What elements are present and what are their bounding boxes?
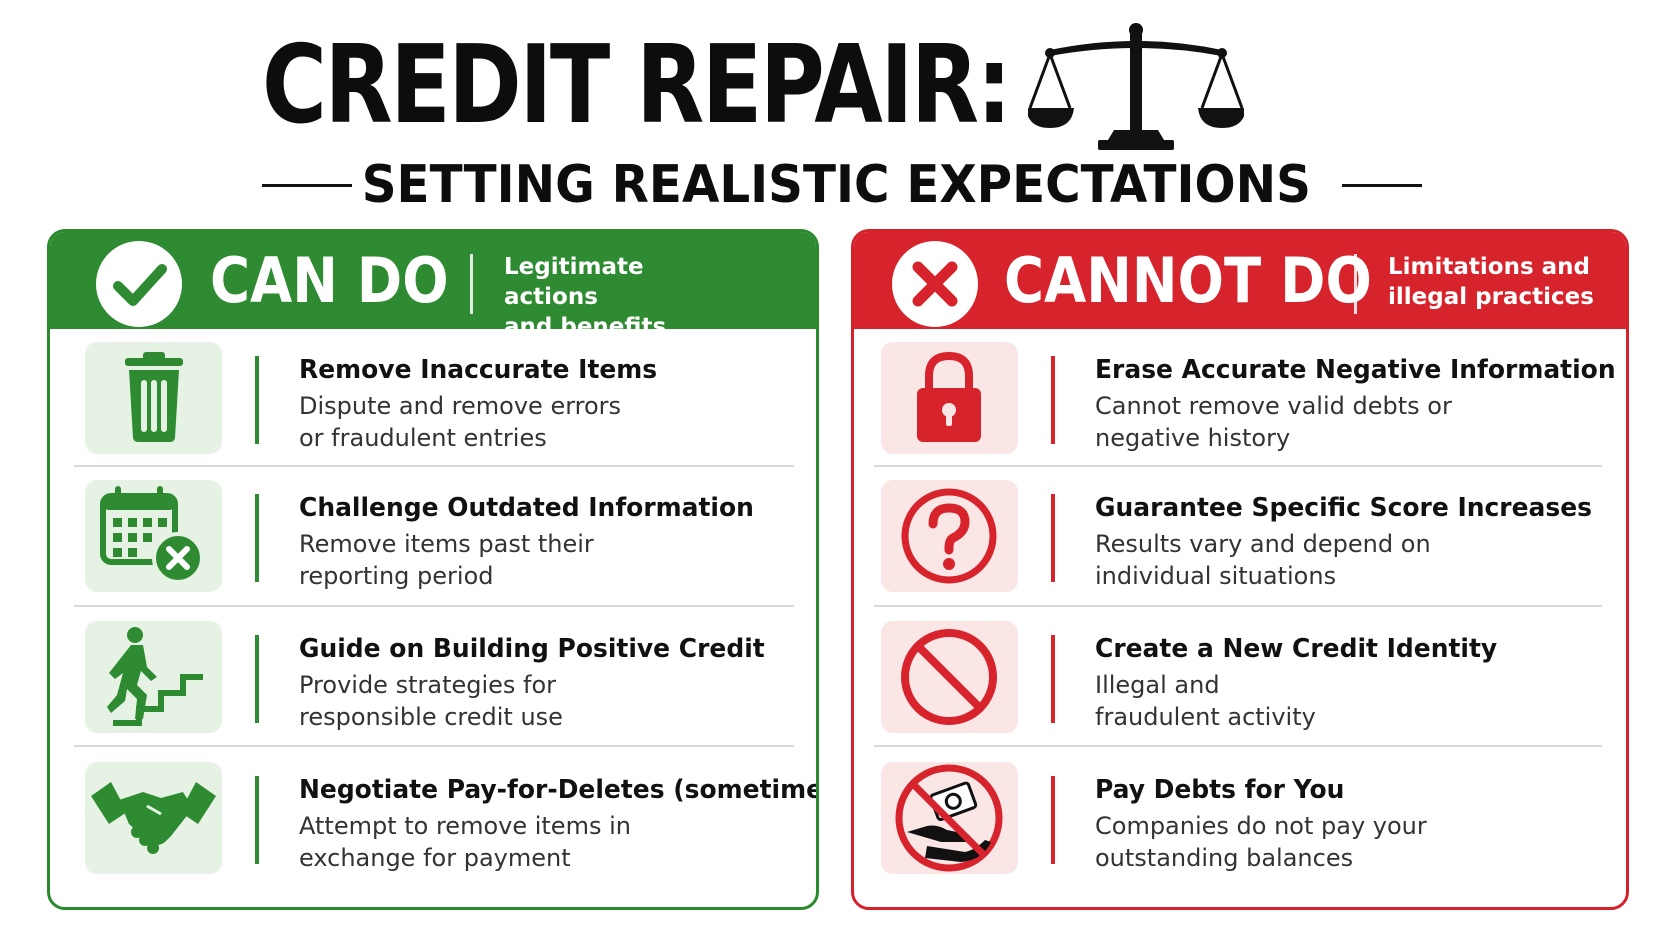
- subtitle-rule-left: [262, 184, 352, 187]
- item-title: Guarantee Specific Score Increases: [1095, 493, 1593, 523]
- header-divider: [1354, 254, 1357, 314]
- list-item: Remove Inaccurate Items Dispute and remo…: [50, 332, 816, 472]
- item-description: Provide strategies for responsible credi…: [299, 671, 563, 731]
- stairs-climb-icon: [85, 621, 222, 733]
- list-item: Guide on Building Positive Credit Provid…: [50, 611, 816, 751]
- balance-scales-icon: [1026, 20, 1246, 152]
- row-accent-bar: [1051, 776, 1055, 864]
- trash-can-icon: [85, 342, 222, 454]
- main-title: CREDIT REPAIR:: [262, 23, 1012, 148]
- row-separator: [74, 745, 794, 747]
- cannot-do-title: CANNOT DO: [1004, 244, 1372, 317]
- item-description: Cannot remove valid debts or negative hi…: [1095, 392, 1452, 452]
- row-separator: [74, 605, 794, 607]
- subtitle-row: SETTING REALISTIC EXPECTATIONS: [0, 152, 1672, 218]
- can-do-panel: CAN DO Legitimate actions and benefits R…: [47, 229, 819, 910]
- list-item: Challenge Outdated Information Remove it…: [50, 470, 816, 610]
- question-mark-icon: [881, 480, 1018, 592]
- can-do-header: CAN DO Legitimate actions and benefits: [50, 232, 816, 340]
- list-item: Create a New Credit Identity Illegal and…: [854, 611, 1626, 751]
- row-accent-bar: [255, 776, 259, 864]
- row-separator: [874, 605, 1602, 607]
- cannot-do-panel: CANNOT DO Limitations and illegal practi…: [851, 229, 1629, 910]
- item-title: Create a New Credit Identity: [1095, 634, 1498, 664]
- row-accent-bar: [1051, 356, 1055, 444]
- row-accent-bar: [1051, 635, 1055, 723]
- x-mark-icon: [892, 241, 978, 327]
- checkmark-icon: [96, 241, 182, 327]
- item-description: Remove items past their reporting period: [299, 530, 594, 590]
- subtitle: SETTING REALISTIC EXPECTATIONS: [0, 156, 1672, 214]
- item-title: Negotiate Pay-for-Deletes (sometimes): [299, 775, 819, 805]
- row-separator: [74, 465, 794, 467]
- calendar-x-icon: [85, 480, 222, 592]
- title-row: CREDIT REPAIR:: [0, 18, 1672, 150]
- item-title: Guide on Building Positive Credit: [299, 634, 765, 664]
- item-description: Dispute and remove errors or fraudulent …: [299, 392, 622, 452]
- item-description: Results vary and depend on individual si…: [1095, 530, 1431, 590]
- padlock-icon: [881, 342, 1018, 454]
- list-item: Pay Debts for You Companies do not pay y…: [854, 752, 1626, 892]
- item-title: Pay Debts for You: [1095, 775, 1345, 805]
- item-description: Companies do not pay your outstanding ba…: [1095, 812, 1427, 872]
- row-accent-bar: [255, 494, 259, 582]
- cannot-do-header: CANNOT DO Limitations and illegal practi…: [854, 232, 1626, 329]
- list-item: Negotiate Pay-for-Deletes (sometimes) At…: [50, 752, 816, 892]
- subtitle-rule-right: [1342, 184, 1422, 187]
- can-do-description: Legitimate actions and benefits: [504, 254, 667, 340]
- item-description: Illegal and fraudulent activity: [1095, 671, 1316, 731]
- header-divider: [470, 254, 473, 314]
- item-description: Attempt to remove items in exchange for …: [299, 812, 631, 872]
- item-title: Challenge Outdated Information: [299, 493, 754, 523]
- item-title: Remove Inaccurate Items: [299, 355, 658, 385]
- item-title: Erase Accurate Negative Information: [1095, 355, 1616, 385]
- subtitle-text: SETTING REALISTIC EXPECTATIONS: [361, 155, 1311, 215]
- row-accent-bar: [255, 635, 259, 723]
- row-separator: [874, 745, 1602, 747]
- list-item: Erase Accurate Negative Information Cann…: [854, 332, 1626, 472]
- can-do-title: CAN DO: [210, 244, 449, 317]
- handshake-icon: [85, 762, 222, 874]
- row-accent-bar: [255, 356, 259, 444]
- cannot-do-description: Limitations and illegal practices: [1388, 254, 1594, 310]
- row-accent-bar: [1051, 494, 1055, 582]
- no-money-hand-icon: [881, 762, 1018, 874]
- row-separator: [874, 465, 1602, 467]
- list-item: Guarantee Specific Score Increases Resul…: [854, 470, 1626, 610]
- prohibited-icon: [881, 621, 1018, 733]
